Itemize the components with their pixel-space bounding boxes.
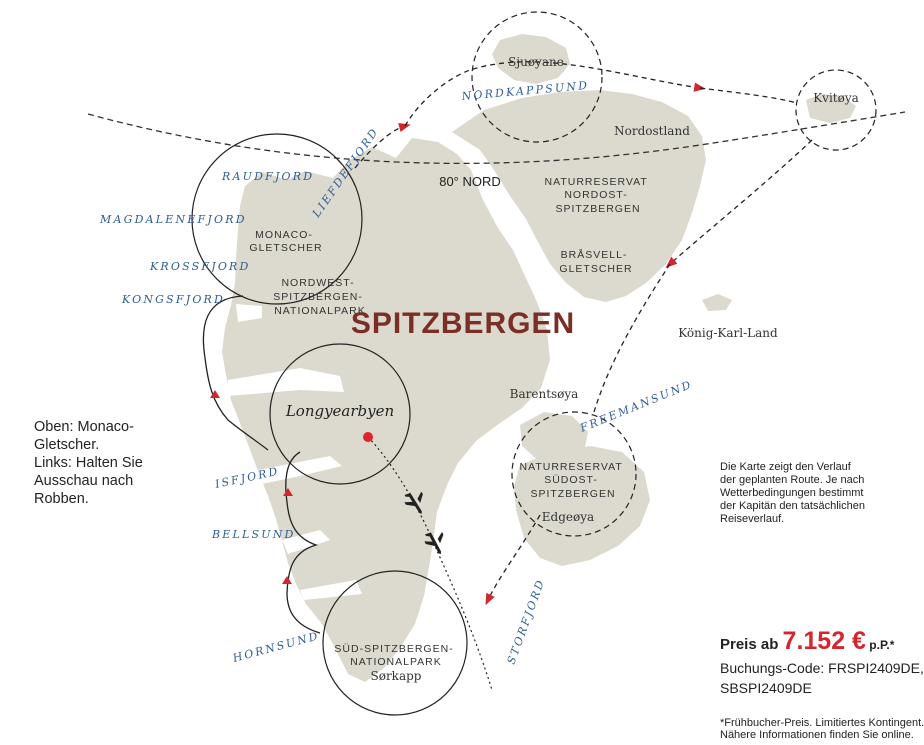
route-west-coast-south — [285, 451, 321, 634]
route-nordkappsund-leg — [404, 61, 706, 127]
route-arrow — [210, 390, 220, 398]
fjord-cuts — [228, 304, 362, 600]
region-naturreservat-nordost: NATURRESERVAT NORDOST- SPITZBERGEN — [545, 176, 652, 215]
route-arrow — [282, 576, 292, 584]
route-storfjord — [485, 514, 541, 606]
region-nordwest-nationalpark: NORDWEST- SPITZBERGEN- NATIONALPARK — [273, 277, 367, 317]
airplane-icons — [404, 491, 444, 555]
airplane-icon — [424, 532, 444, 555]
caption-line: Oben: Monaco- — [34, 419, 134, 435]
route-west-coast — [202, 295, 269, 451]
photo-caption: Oben: Monaco- Gletscher. Links: Halten S… — [34, 418, 194, 508]
footnote: *Frühbucher-Preis. Limitiertes Kontingen… — [720, 717, 924, 741]
fjord-storfjord: STORFJORD — [505, 577, 548, 666]
parallel-80-north — [87, 111, 906, 165]
circle-longyearbyen — [269, 343, 411, 485]
fjord-kongsfjord: KONGSFJORD — [121, 293, 225, 306]
route-solid — [202, 295, 321, 634]
caption-line: Robben. — [34, 491, 89, 507]
region-brasvell-gletscher: BRÅSVELL- GLETSCHER — [559, 248, 632, 275]
land-kvitoya — [806, 94, 856, 123]
footnote-line: *Frühbucher-Preis. Limitiertes Kontingen… — [720, 717, 924, 729]
fjord-krossfjord: KROSSFJORD — [149, 260, 251, 273]
caption-line: Ausschau nach — [34, 473, 134, 489]
longyearbyen-marker — [363, 432, 373, 442]
label-nordostland: Nordostland — [614, 124, 690, 138]
price-suffix: p.P.* — [865, 638, 895, 652]
label-barentsoya: Barentsøya — [510, 387, 579, 401]
label-sjoyane: Sjuøyane — [508, 55, 564, 69]
fjord-freemansund: FREEMANSUND — [577, 378, 694, 435]
city-label-longyearbyen: Longyearbyen — [285, 402, 394, 420]
route-arrows-solid — [210, 390, 293, 584]
region-monaco-gletscher: MONACO- GLETSCHER — [249, 229, 322, 254]
circle-sud-spitzbergen — [322, 570, 468, 716]
route-dashed — [354, 61, 813, 606]
fjord-hornsund: HORNSUND — [230, 629, 321, 665]
area-circles — [191, 11, 877, 716]
booking-code: Buchungs-Code: FRSPI2409DE, SBSPI2409DE — [720, 658, 924, 698]
land-sjoyane — [492, 34, 570, 84]
label-sorkapp: Sørkapp — [371, 669, 422, 683]
circle-kvitoya — [795, 69, 877, 151]
route-north-leg — [354, 122, 411, 169]
price-block: Preis ab 7.152 € p.P.* — [720, 627, 906, 656]
route-kvitoya-south — [665, 139, 813, 268]
airplane-icon — [404, 491, 423, 514]
route-east-coast — [593, 263, 671, 413]
note-line: Die Karte zeigt den Verlauf — [720, 461, 851, 473]
fjord-bellsund: BELLSUND — [211, 528, 296, 541]
caption-line: Links: Halten Sie — [34, 455, 143, 471]
booking-line: SBSPI2409DE — [720, 680, 812, 696]
route-note: Die Karte zeigt den Verlauf der geplante… — [720, 461, 906, 526]
label-kvitoya: Kvitøya — [813, 91, 859, 105]
land-nordostland — [452, 90, 706, 302]
circle-naturreservat-sudost — [511, 411, 637, 537]
booking-line: Buchungs-Code: FRSPI2409DE, — [720, 660, 924, 676]
fjord-raudfjord: RAUDFJORD — [221, 170, 314, 183]
note-line: der Kapitän den tatsächlichen — [720, 500, 865, 512]
circle-sjoyane — [471, 11, 603, 143]
land-konig-karl-land — [702, 294, 732, 311]
note-line: Wetterbedingungen bestimmt — [720, 487, 864, 499]
parallel-label: 80° NORD — [439, 174, 501, 189]
route-arrow — [283, 488, 293, 496]
price-label: Preis ab — [720, 636, 783, 653]
note-line: Reiseverlauf. — [720, 513, 785, 525]
land-edgeoya — [514, 446, 650, 566]
label-konig-karl-land: König-Karl-Land — [678, 326, 778, 340]
label-edgeoya: Edgeøya — [542, 510, 594, 524]
region-sud-spitzbergen-nationalpark: SÜD-SPITZBERGEN- NATIONALPARK — [334, 643, 457, 668]
note-line: der geplanten Route. Je nach — [720, 474, 865, 486]
circle-monaco-gletscher — [191, 133, 363, 305]
caption-line: Gletscher. — [34, 437, 100, 453]
region-naturreservat-sudost: NATURRESERVAT SÜDOST- SPITZBERGEN — [520, 461, 627, 500]
map-title: SPITZBERGEN — [351, 307, 575, 340]
price-amount: 7.152 € — [782, 627, 866, 655]
route-to-kvitoya — [699, 87, 798, 104]
footnote-line: Nähere Informationen finden Sie online. — [720, 729, 914, 741]
fjord-magdalenefjord: MAGDALENEFJORD — [99, 213, 247, 226]
